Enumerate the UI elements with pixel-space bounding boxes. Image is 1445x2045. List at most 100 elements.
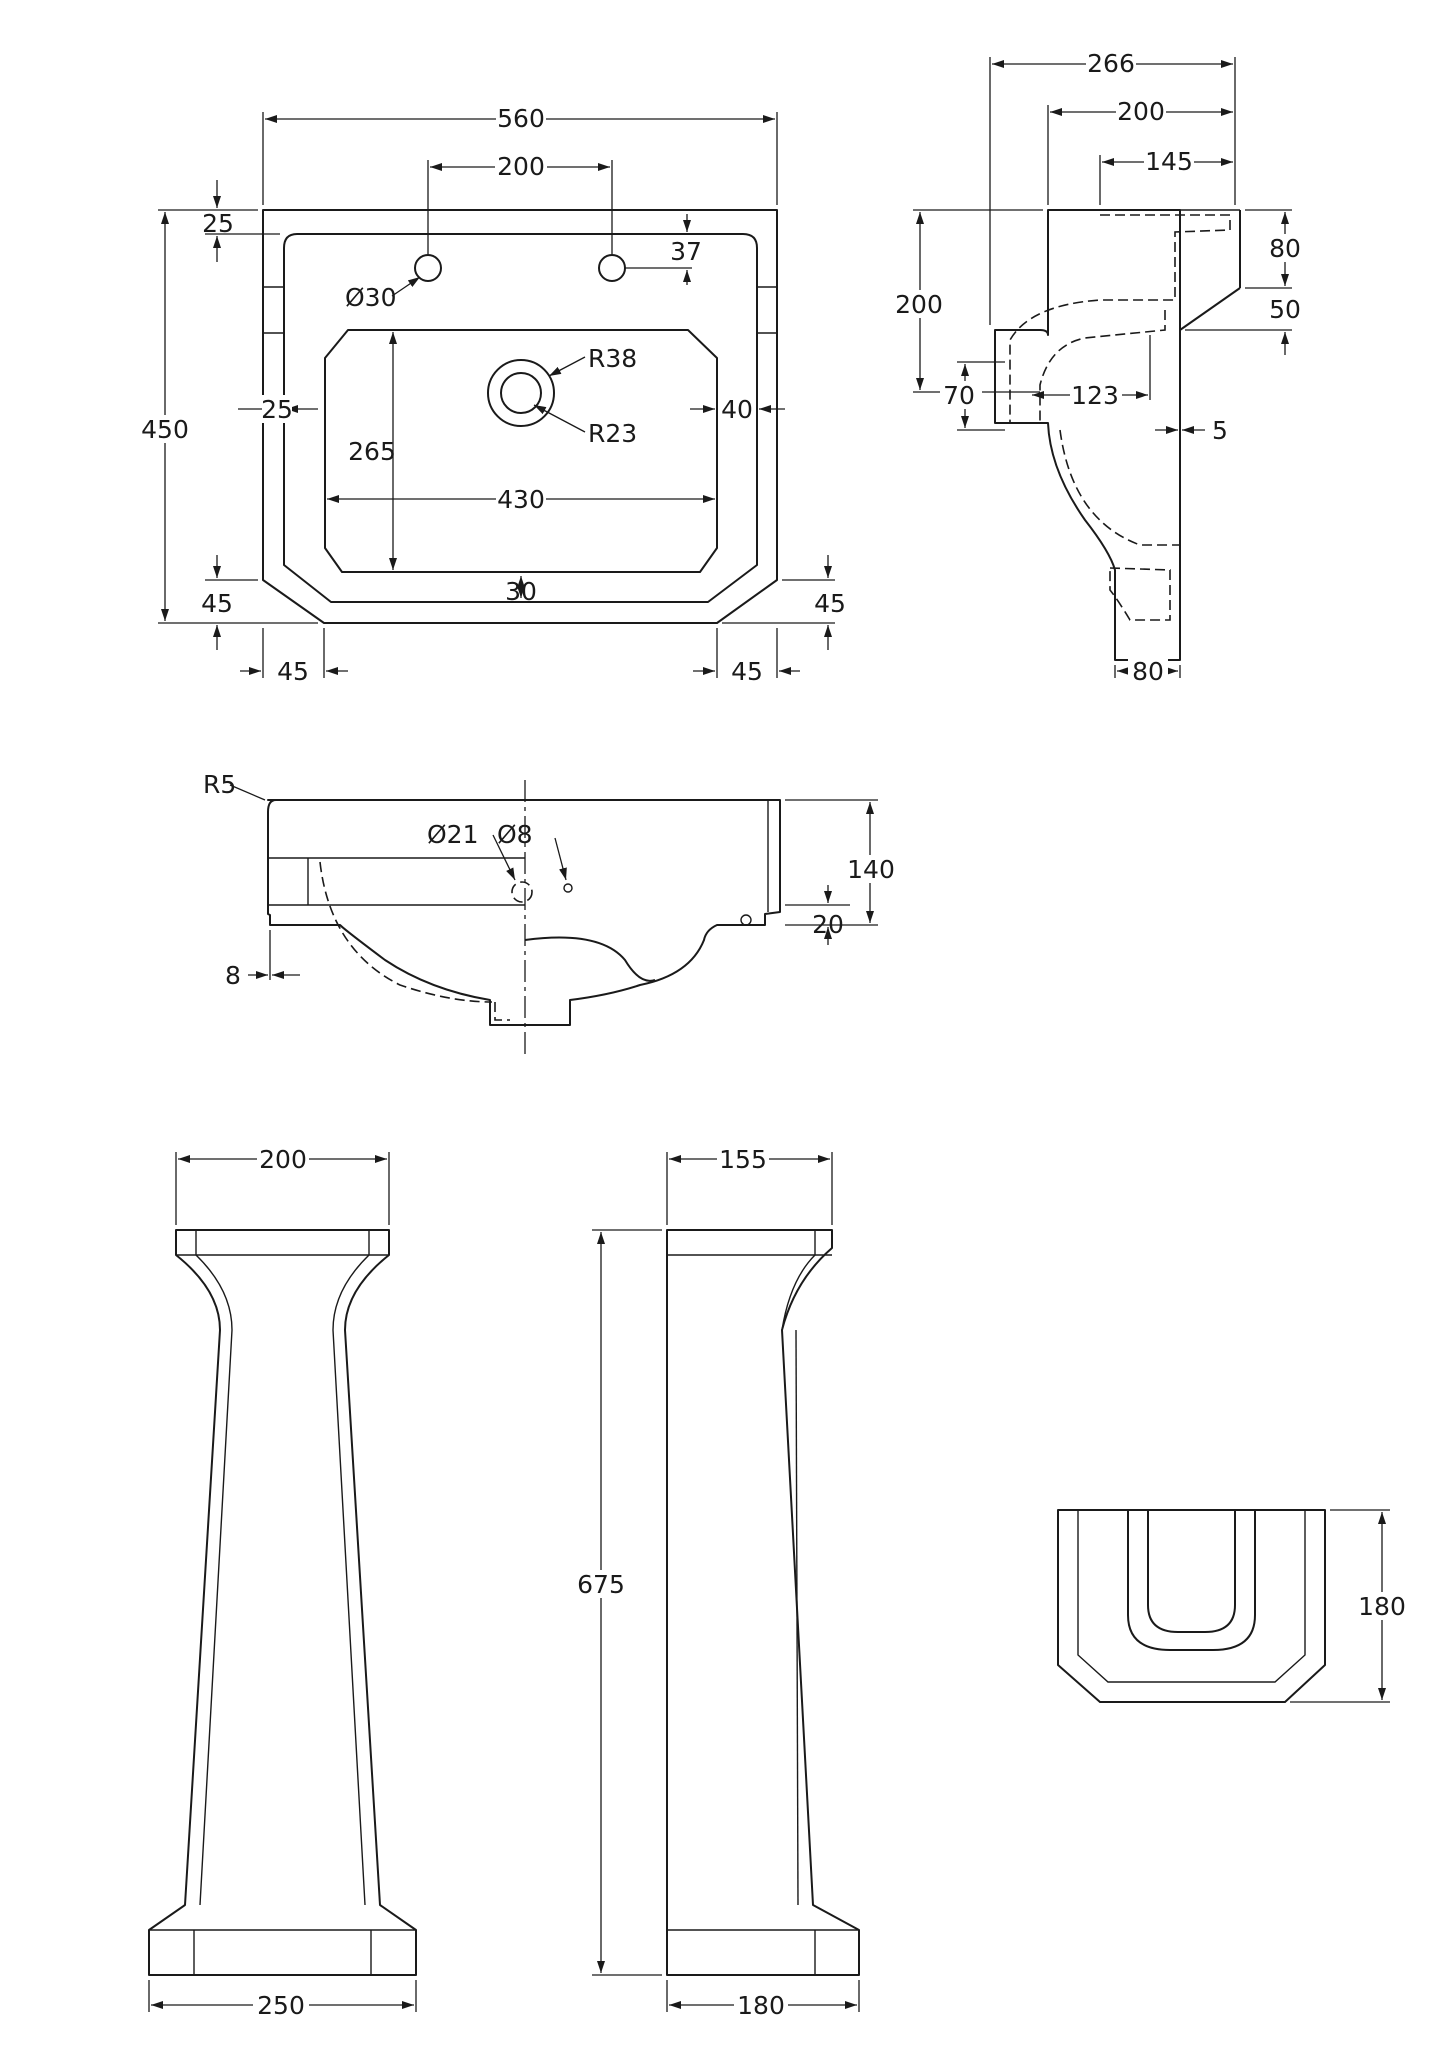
dim-bowl-side-right-label: 40 <box>721 395 753 424</box>
leader-waste-inner <box>533 404 586 433</box>
overflow-hole <box>563 883 573 893</box>
dim-overall-depth-label: 266 <box>1087 49 1135 78</box>
fixing-hole <box>740 914 752 926</box>
basin-plan-view: 560 200 450 25 37 Ø30 R38 R23 <box>140 104 846 686</box>
label-bg <box>1144 147 1194 175</box>
dim-base-width-label: 250 <box>257 1991 305 2020</box>
dim-offset-label: 8 <box>225 961 241 990</box>
dim-side-base-label: 180 <box>737 1991 785 2020</box>
dim-side-height-label: 675 <box>577 1570 625 1599</box>
label-bg <box>717 1145 769 1173</box>
label-bg <box>726 656 768 684</box>
dim-overflow-height-label: 70 <box>943 381 975 410</box>
basin-side-view: 266 200 145 200 80 50 70 <box>895 49 1304 686</box>
pedestal-plan-u-inner <box>1147 1510 1236 1633</box>
basin-side-outline <box>994 209 1181 661</box>
pedestal-side-view: 155 675 180 <box>574 1145 860 2020</box>
label-bg <box>1086 49 1136 77</box>
label-bg <box>496 104 546 132</box>
label-bg <box>895 290 945 318</box>
label-bg <box>1355 1592 1409 1620</box>
pedestal-plan-u-outer <box>1127 1510 1256 1651</box>
basin-rim-inner-outline <box>283 233 758 603</box>
waste-outer-label: R38 <box>588 344 637 373</box>
dim-bracket-depth-label: 145 <box>1145 147 1193 176</box>
dim-wall-gap-label: 5 <box>1212 416 1228 445</box>
dim-bowl-depth-label: 265 <box>348 437 396 466</box>
leader-corner-radius <box>229 784 266 801</box>
dim-width-label: 560 <box>497 104 545 133</box>
basin-outer-outline <box>262 209 778 624</box>
waste-hidden-circle <box>511 881 533 903</box>
dim-chamfer-right-h-label: 45 <box>731 657 763 686</box>
dim-plan-height-label: 180 <box>1358 1592 1406 1621</box>
dim-front-height-label: 140 <box>847 855 895 884</box>
dim-side-top-label: 155 <box>719 1145 767 1174</box>
label-bg <box>1070 381 1122 409</box>
tap-hole-label: Ø30 <box>345 283 397 312</box>
label-bg <box>257 1145 309 1173</box>
dim-tap-spacing-label: 200 <box>497 152 545 181</box>
overflow-diameter-label: Ø8 <box>497 820 533 849</box>
overflow-hidden-outline <box>1039 310 1166 423</box>
dim-foot-width-label: 80 <box>1132 657 1164 686</box>
dim-overflow-depth-label: 123 <box>1071 381 1119 410</box>
pedestal-plan-inner <box>1077 1510 1306 1683</box>
side-inner-curve <box>781 1254 816 1331</box>
right-bowl-curve <box>524 936 656 982</box>
pedestal-plan-outline <box>1057 1509 1326 1703</box>
bowl-hidden-outline <box>1059 429 1180 546</box>
pedestal-front-view: 200 250 <box>148 1145 417 2020</box>
waste-outer-circle <box>487 359 555 427</box>
label-bg <box>720 395 754 423</box>
dim-chamfer-left-v-label: 45 <box>201 589 233 618</box>
label-bg <box>496 485 546 513</box>
pedestal-front-outline <box>148 1229 417 1976</box>
leader-waste-outer <box>548 356 586 377</box>
waste-hidden-outline <box>494 1002 510 1021</box>
bowl-outline <box>324 329 718 573</box>
dim-bracket-top-label: 80 <box>1269 234 1301 263</box>
label-bg <box>734 1990 788 2018</box>
dim-chamfer-right-v-label: 45 <box>814 589 846 618</box>
dim-bracket-mid-label: 50 <box>1269 295 1301 324</box>
bracket-hidden-outline <box>1009 214 1231 423</box>
corner-radius-label: R5 <box>203 770 236 799</box>
wall-bracket-edge <box>1179 287 1241 331</box>
waste-inner-label: R23 <box>588 419 637 448</box>
dim-height-label: 200 <box>895 290 943 319</box>
label-bg <box>140 415 190 443</box>
dim-bowl-front-label: 30 <box>505 577 537 606</box>
leader-overflow-diameter <box>554 837 567 881</box>
dim-rim-height-label: 20 <box>812 910 844 939</box>
label-bg <box>940 381 982 409</box>
pedestal-side-outline <box>666 1229 860 1976</box>
label-bg <box>253 1990 309 2018</box>
label-bg <box>1266 234 1304 262</box>
pedestal-inner-right <box>332 1254 370 1906</box>
tap-hole-left <box>414 254 442 282</box>
label-bg <box>1128 656 1168 684</box>
dim-rim-top-label: 25 <box>202 209 234 238</box>
label-bg <box>574 1570 628 1598</box>
bowl-hidden-curve <box>319 861 493 1003</box>
dim-upper-depth-label: 200 <box>1117 97 1165 126</box>
dim-depth-label: 450 <box>141 415 189 444</box>
dim-bowl-side-left-label: 25 <box>261 395 293 424</box>
label-bg <box>845 855 897 883</box>
side-inner-line <box>795 1329 799 1906</box>
label-bg <box>262 395 292 423</box>
dim-chamfer-left-h-label: 45 <box>277 657 309 686</box>
tap-hole-right <box>598 254 626 282</box>
label-bg <box>273 656 315 684</box>
leader-waste-diameter <box>492 834 516 881</box>
leader-tap-hole <box>391 276 421 297</box>
dim-tap-offset-label: 37 <box>670 237 702 266</box>
waste-diameter-label: Ø21 <box>427 820 479 849</box>
basin-front-view: R5 Ø21 Ø8 140 20 8 <box>203 770 897 1055</box>
basin-front-outline <box>267 799 781 1026</box>
label-bg <box>1116 97 1166 125</box>
label-bg <box>495 152 547 180</box>
dim-bowl-width-label: 430 <box>497 485 545 514</box>
